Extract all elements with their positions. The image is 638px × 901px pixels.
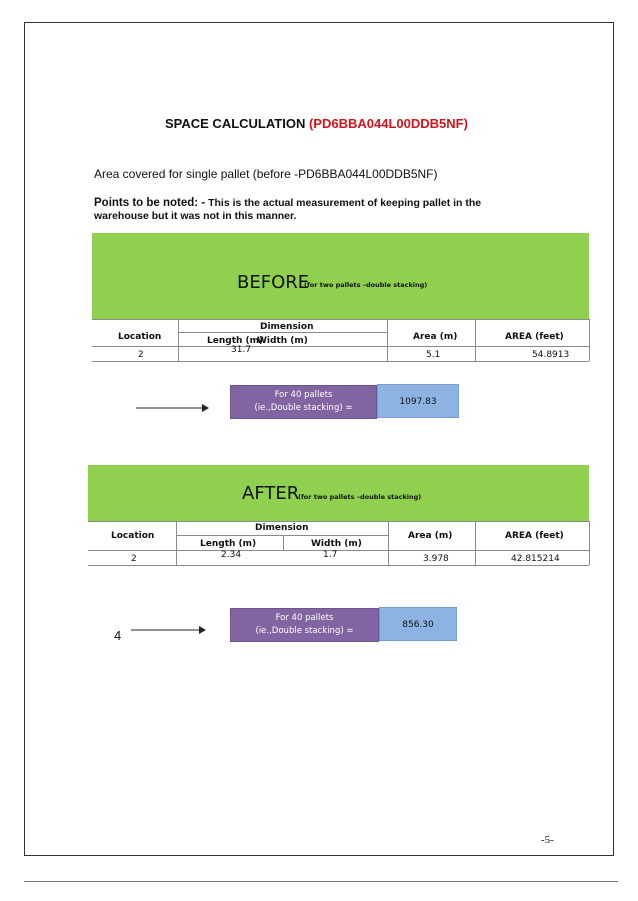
after-divider xyxy=(283,535,284,550)
after-arrow-icon xyxy=(131,626,206,634)
after-table-bottom xyxy=(88,565,589,566)
page-title: SPACE CALCULATION (PD6BBA044L00DDB5NF) xyxy=(165,116,468,131)
before-total-label-line1: For 40 pallets xyxy=(274,390,333,400)
after-cell-location: 2 xyxy=(131,554,137,564)
before-header-area-m: Area (m) xyxy=(413,332,458,342)
before-cell-length: 31.7 xyxy=(231,345,252,355)
before-table-top xyxy=(92,319,589,320)
before-cell-area-ft: 54.8913 xyxy=(532,350,570,360)
after-header-length: Length (m) xyxy=(200,539,257,549)
title-text: SPACE CALCULATION xyxy=(165,116,309,131)
before-cell-area-m: 5.1 xyxy=(426,350,441,360)
after-cell-length: 2.34 xyxy=(221,550,242,560)
page-number: -5- xyxy=(541,834,554,846)
after-divider xyxy=(589,521,590,565)
before-divider xyxy=(589,319,590,361)
before-arrow-icon xyxy=(136,404,209,412)
after-banner xyxy=(88,465,589,521)
before-divider xyxy=(178,319,179,361)
before-total-label-line2: (ie.,Double stacking) = xyxy=(254,403,353,413)
after-divider xyxy=(475,521,476,565)
before-header-dimension: Dimension xyxy=(260,322,314,332)
points-label: Points to be noted: - xyxy=(94,197,206,209)
after-header-width: Width (m) xyxy=(311,539,362,549)
after-header-dimension: Dimension xyxy=(255,523,309,533)
after-note: (for two pallets –double stacking) xyxy=(298,493,422,501)
points-text: This is the actual measurement of keepin… xyxy=(94,197,482,222)
after-heading: AFTER xyxy=(242,483,300,504)
before-header-rule xyxy=(92,346,589,347)
before-table-bottom xyxy=(92,361,589,362)
page-border xyxy=(24,22,614,856)
before-divider xyxy=(475,319,476,361)
after-cell-width: 1.7 xyxy=(323,550,338,560)
title-code: (PD6BBA044L00DDB5NF) xyxy=(308,116,468,131)
before-note: (for two pallets –double stacking) xyxy=(304,281,428,289)
before-header-location: Location xyxy=(118,332,162,342)
before-dimension-rule xyxy=(178,332,387,333)
after-total-value: 856.30 xyxy=(379,607,457,641)
before-total-label-box: For 40 pallets (ie.,Double stacking) = xyxy=(230,385,377,419)
before-cell-location: 2 xyxy=(138,350,144,360)
after-header-area-m: Area (m) xyxy=(408,531,453,541)
side-number: 4 xyxy=(114,628,122,643)
before-header-area-ft: AREA (feet) xyxy=(505,332,564,342)
before-heading: BEFORE xyxy=(237,272,310,293)
after-total-label-line2: (ie.,Double stacking) = xyxy=(255,626,354,636)
after-header-rule xyxy=(88,550,589,551)
after-divider xyxy=(176,521,177,565)
after-total-label-box: For 40 pallets (ie.,Double stacking) = xyxy=(230,608,379,642)
after-table-top xyxy=(88,521,589,522)
points-note: Points to be noted: - This is the actual… xyxy=(94,197,504,223)
after-total-label-line1: For 40 pallets xyxy=(275,613,334,623)
after-header-location: Location xyxy=(111,531,155,541)
before-banner xyxy=(92,233,589,319)
before-header-length: Length (m) xyxy=(207,336,264,346)
before-total-value: 1097.83 xyxy=(377,384,459,418)
footer-rule xyxy=(24,881,618,882)
after-cell-area-ft: 42.815214 xyxy=(511,554,560,564)
before-header-width: Width (m) xyxy=(257,336,308,346)
before-divider xyxy=(387,319,388,361)
after-dimension-rule xyxy=(176,535,388,536)
after-divider xyxy=(388,521,389,565)
after-header-area-ft: AREA (feet) xyxy=(505,531,564,541)
area-description: Area covered for single pallet (before -… xyxy=(94,167,438,181)
after-cell-area-m: 3.978 xyxy=(423,554,449,564)
